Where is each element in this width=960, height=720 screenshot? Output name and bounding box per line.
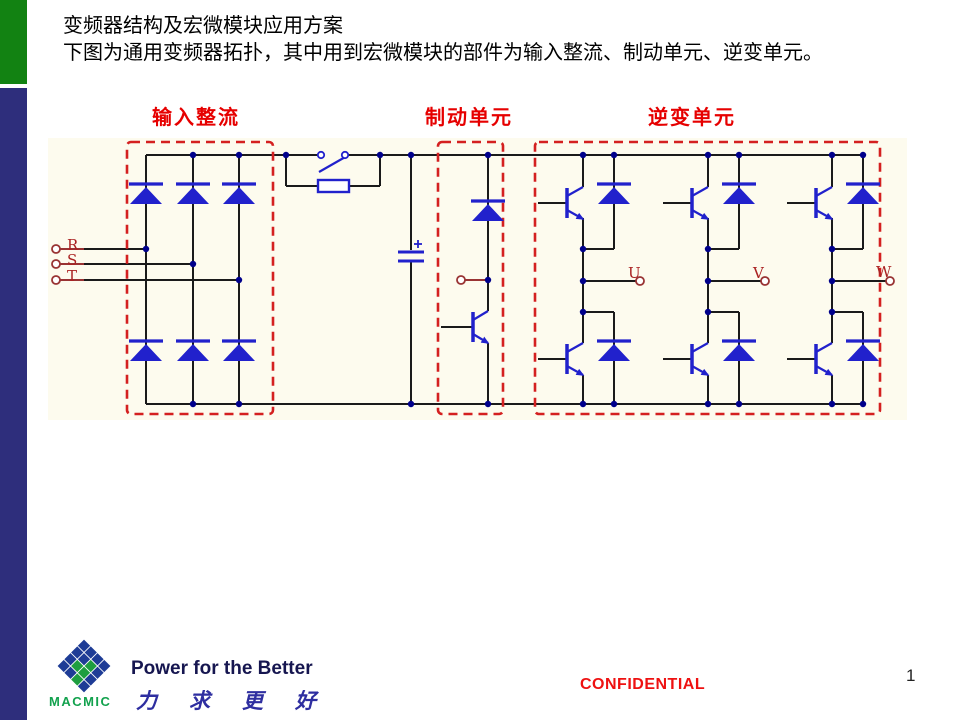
diode-icon xyxy=(723,187,755,204)
junction-dot xyxy=(376,151,384,159)
diode-icon xyxy=(177,344,209,361)
transistor-emitter xyxy=(815,365,834,376)
label-inverter-unit: 逆变单元 xyxy=(648,107,736,129)
transistor-collector xyxy=(566,186,584,197)
sidebar-navy-bar xyxy=(0,88,27,720)
junction-dot xyxy=(828,400,836,408)
terminal-circle xyxy=(885,276,895,286)
junction-dot xyxy=(828,277,836,285)
phase-label: U xyxy=(628,264,641,282)
junction-dot xyxy=(235,151,243,159)
junction-dot xyxy=(579,277,587,285)
transistor-emitter xyxy=(691,365,710,376)
junction-dot xyxy=(407,151,415,159)
junction-dot xyxy=(484,151,492,159)
junction-dot xyxy=(579,151,587,159)
junction-dot xyxy=(235,400,243,408)
diode-icon xyxy=(598,344,630,361)
phase-label: T xyxy=(67,267,77,285)
diode-icon xyxy=(177,187,209,204)
slide-title: 变频器结构及宏微模块应用方案 下图为通用变频器拓扑，其中用到宏微模块的部件为输入… xyxy=(63,12,933,66)
junction-dot xyxy=(235,276,243,284)
junction-dot xyxy=(189,400,197,408)
transistor-emitter xyxy=(691,209,710,220)
junction-dot xyxy=(610,400,618,408)
junction-dot xyxy=(484,400,492,408)
junction-dot xyxy=(828,308,836,316)
label-brake-unit: 制动单元 xyxy=(425,107,513,129)
switch-contact xyxy=(316,150,326,160)
junction-dot xyxy=(579,400,587,408)
junction-dot xyxy=(704,400,712,408)
junction-dot xyxy=(735,400,743,408)
phase-label: W xyxy=(876,263,892,281)
macmic-logo xyxy=(57,639,111,693)
terminal-circle xyxy=(456,275,466,285)
switch-blade xyxy=(318,155,348,173)
terminal-circle xyxy=(51,244,61,254)
logo-diamond-grid xyxy=(57,639,111,693)
phase-label: R xyxy=(67,236,79,254)
diode-icon xyxy=(223,344,255,361)
terminal-circle xyxy=(760,276,770,286)
resistor-icon xyxy=(316,178,351,194)
diode-icon xyxy=(223,187,255,204)
transistor-collector xyxy=(472,310,489,321)
page-number: 1 xyxy=(906,666,916,685)
junction-dot xyxy=(579,245,587,253)
junction-dot xyxy=(189,151,197,159)
junction-dot xyxy=(282,151,290,159)
title-line-2: 下图为通用变频器拓扑，其中用到宏微模块的部件为输入整流、制动单元、逆变单元。 xyxy=(63,40,823,64)
junction-dot xyxy=(859,151,867,159)
diode-icon xyxy=(847,344,879,361)
switch-contact xyxy=(340,150,350,160)
junction-dot xyxy=(579,308,587,316)
junction-dot xyxy=(859,400,867,408)
junction-dot xyxy=(610,151,618,159)
title-line-1: 变频器结构及宏微模块应用方案 xyxy=(63,13,343,37)
terminal-circle xyxy=(51,259,61,269)
junction-dot xyxy=(704,277,712,285)
terminal-circle xyxy=(635,276,645,286)
slogan-english: Power for the Better xyxy=(131,658,313,679)
diode-icon xyxy=(130,344,162,361)
slogan-chinese: 力求更好 xyxy=(136,689,348,713)
junction-dot xyxy=(407,400,415,408)
phase-label: S xyxy=(67,251,77,269)
diode-icon xyxy=(472,204,504,221)
junction-dot xyxy=(828,245,836,253)
junction-dot xyxy=(484,276,492,284)
label-input-rectifier: 输入整流 xyxy=(152,107,240,129)
transistor-collector xyxy=(691,342,709,353)
diode-icon xyxy=(847,187,879,204)
transistor-emitter xyxy=(566,209,585,220)
junction-dot xyxy=(704,308,712,316)
junction-dot xyxy=(735,151,743,159)
diode-icon xyxy=(598,187,630,204)
transistor-collector xyxy=(566,342,584,353)
junction-dot xyxy=(189,260,197,268)
diode-icon xyxy=(723,344,755,361)
brand-name: MACMIC xyxy=(49,694,112,709)
transistor-collector xyxy=(815,342,833,353)
transistor-emitter xyxy=(472,333,490,344)
rectifier-box xyxy=(125,140,275,416)
transistor-emitter xyxy=(566,365,585,376)
transistor-collector xyxy=(815,186,833,197)
junction-dot xyxy=(142,245,150,253)
confidential-stamp: CONFIDENTIAL xyxy=(580,676,706,693)
phase-label: V xyxy=(752,264,765,282)
transistor-emitter xyxy=(815,209,834,220)
diode-icon xyxy=(130,187,162,204)
sidebar-green-bar xyxy=(0,0,27,84)
transistor-collector xyxy=(691,186,709,197)
junction-dot xyxy=(704,151,712,159)
junction-dot xyxy=(704,245,712,253)
terminal-circle xyxy=(51,275,61,285)
inverter-box xyxy=(533,140,882,416)
brake-box xyxy=(436,140,505,416)
junction-dot xyxy=(828,151,836,159)
